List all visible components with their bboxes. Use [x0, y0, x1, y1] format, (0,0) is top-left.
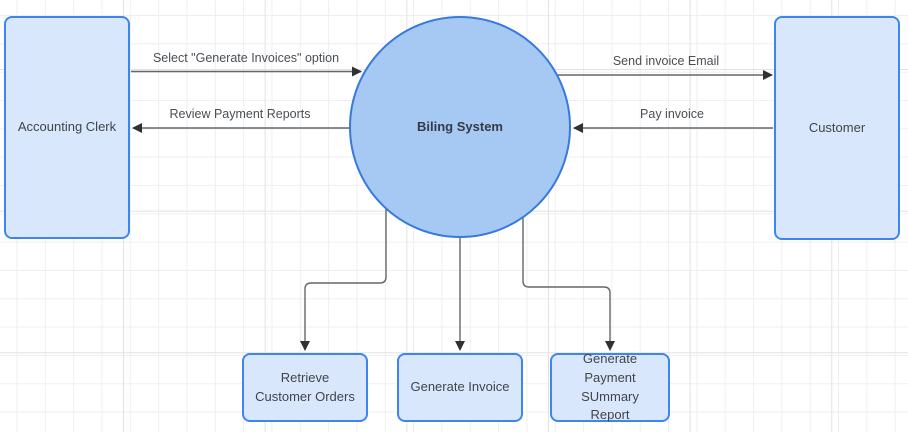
node-generate-payment-summary-report[interactable]: Generate Payment SUmmary Report	[550, 350, 670, 423]
node-accounting-clerk[interactable]: Accounting Clerk	[4, 16, 130, 239]
node-retrieve-customer-orders[interactable]: Retrieve Customer Orders	[242, 353, 368, 422]
edge-to-retrieve-customer-orders[interactable]	[300, 209, 387, 351]
node-retrieve-customer-orders-label: Retrieve Customer Orders	[255, 369, 355, 404]
node-generate-invoice[interactable]: Generate Invoice	[397, 353, 523, 422]
node-accounting-clerk-label: Accounting Clerk	[17, 119, 117, 135]
node-billing-system-label: Biling System	[417, 118, 503, 134]
node-customer[interactable]: Customer	[774, 16, 900, 240]
node-billing-system[interactable]: Biling System	[349, 16, 571, 238]
node-generate-invoice-label: Generate Invoice	[410, 379, 510, 395]
edge-to-generate-payment-summary-report[interactable]	[522, 218, 615, 351]
node-customer-label: Customer	[808, 119, 866, 135]
node-generate-payment-summary-report-label: Generate Payment SUmmary Report	[581, 350, 639, 423]
